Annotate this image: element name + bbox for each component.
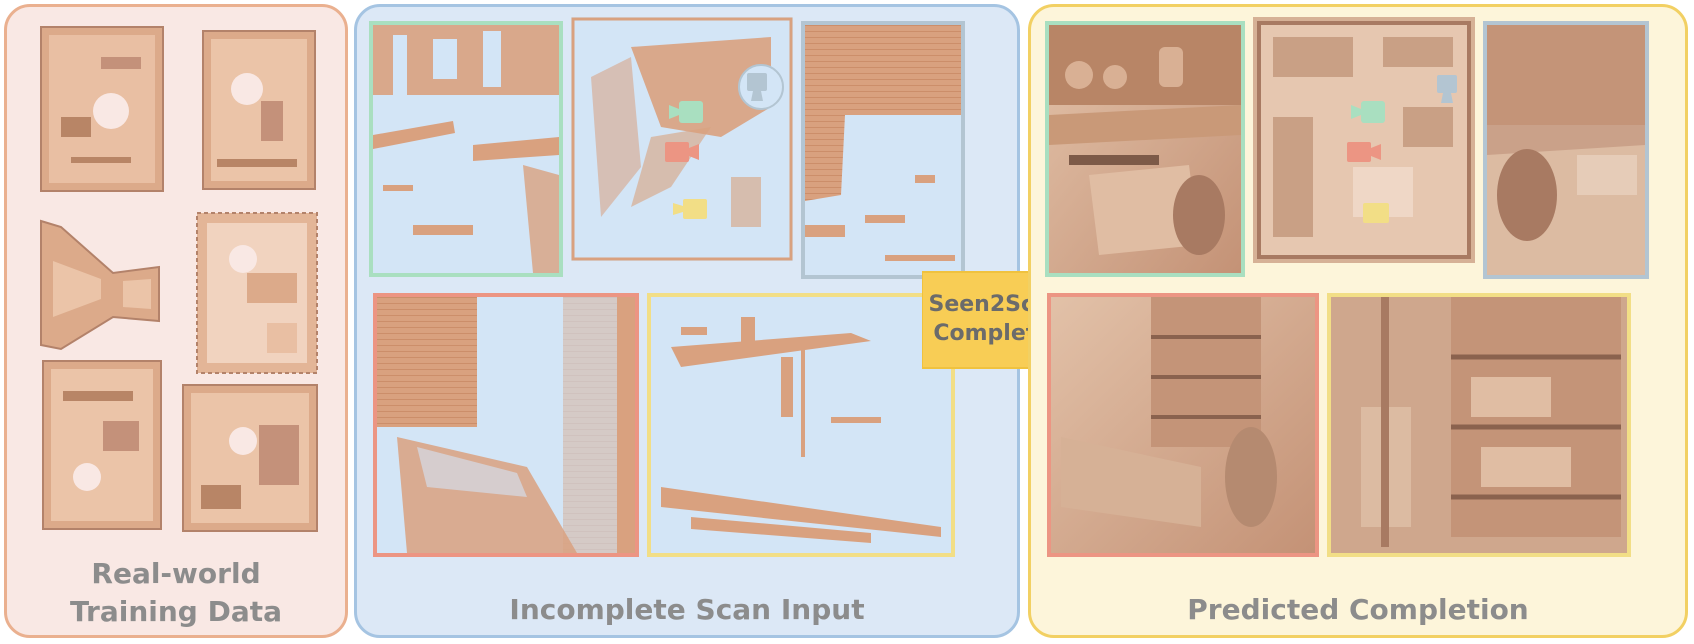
camera-icon-green-pred <box>1351 101 1385 123</box>
camera-icon-blue <box>747 73 767 101</box>
floorplan-4 <box>196 212 318 374</box>
pred-crop-blue <box>1483 21 1649 279</box>
camera-icon-green <box>669 101 703 123</box>
scan-crop-blue <box>801 21 965 279</box>
floorplan-2 <box>202 30 316 190</box>
training-floorplans <box>40 26 318 532</box>
training-caption-line2: Training Data <box>70 595 282 628</box>
pred-crop-red <box>1047 293 1319 557</box>
camera-icon-red-pred <box>1347 142 1381 162</box>
floorplan-6 <box>182 384 318 532</box>
camera-icon-yellow <box>673 199 707 219</box>
pred-crop-green <box>1045 21 1245 277</box>
floorplan-1 <box>40 26 164 192</box>
training-data-panel: Real-world Training Data <box>4 4 348 638</box>
training-caption-line1: Real-world <box>91 557 261 590</box>
pred-crop-yellow <box>1327 293 1631 557</box>
scan-crop-green <box>369 21 563 277</box>
incomplete-scan-panel: Incomplete Scan Input <box>354 4 1020 638</box>
scan-caption: Incomplete Scan Input <box>509 593 865 626</box>
camera-icon-red <box>665 142 699 162</box>
predicted-completion-panel: Predicted Completion <box>1028 4 1688 638</box>
camera-icon-yellow-pred <box>1363 203 1389 223</box>
prediction-caption: Predicted Completion <box>1187 593 1529 626</box>
scan-crop-red <box>373 293 639 557</box>
scan-overview <box>571 17 793 261</box>
scan-crop-yellow <box>647 293 955 557</box>
camera-icon-blue-pred <box>1437 75 1457 103</box>
floorplan-5 <box>42 360 162 530</box>
pred-overview <box>1253 17 1475 263</box>
floorplan-3 <box>40 219 160 351</box>
